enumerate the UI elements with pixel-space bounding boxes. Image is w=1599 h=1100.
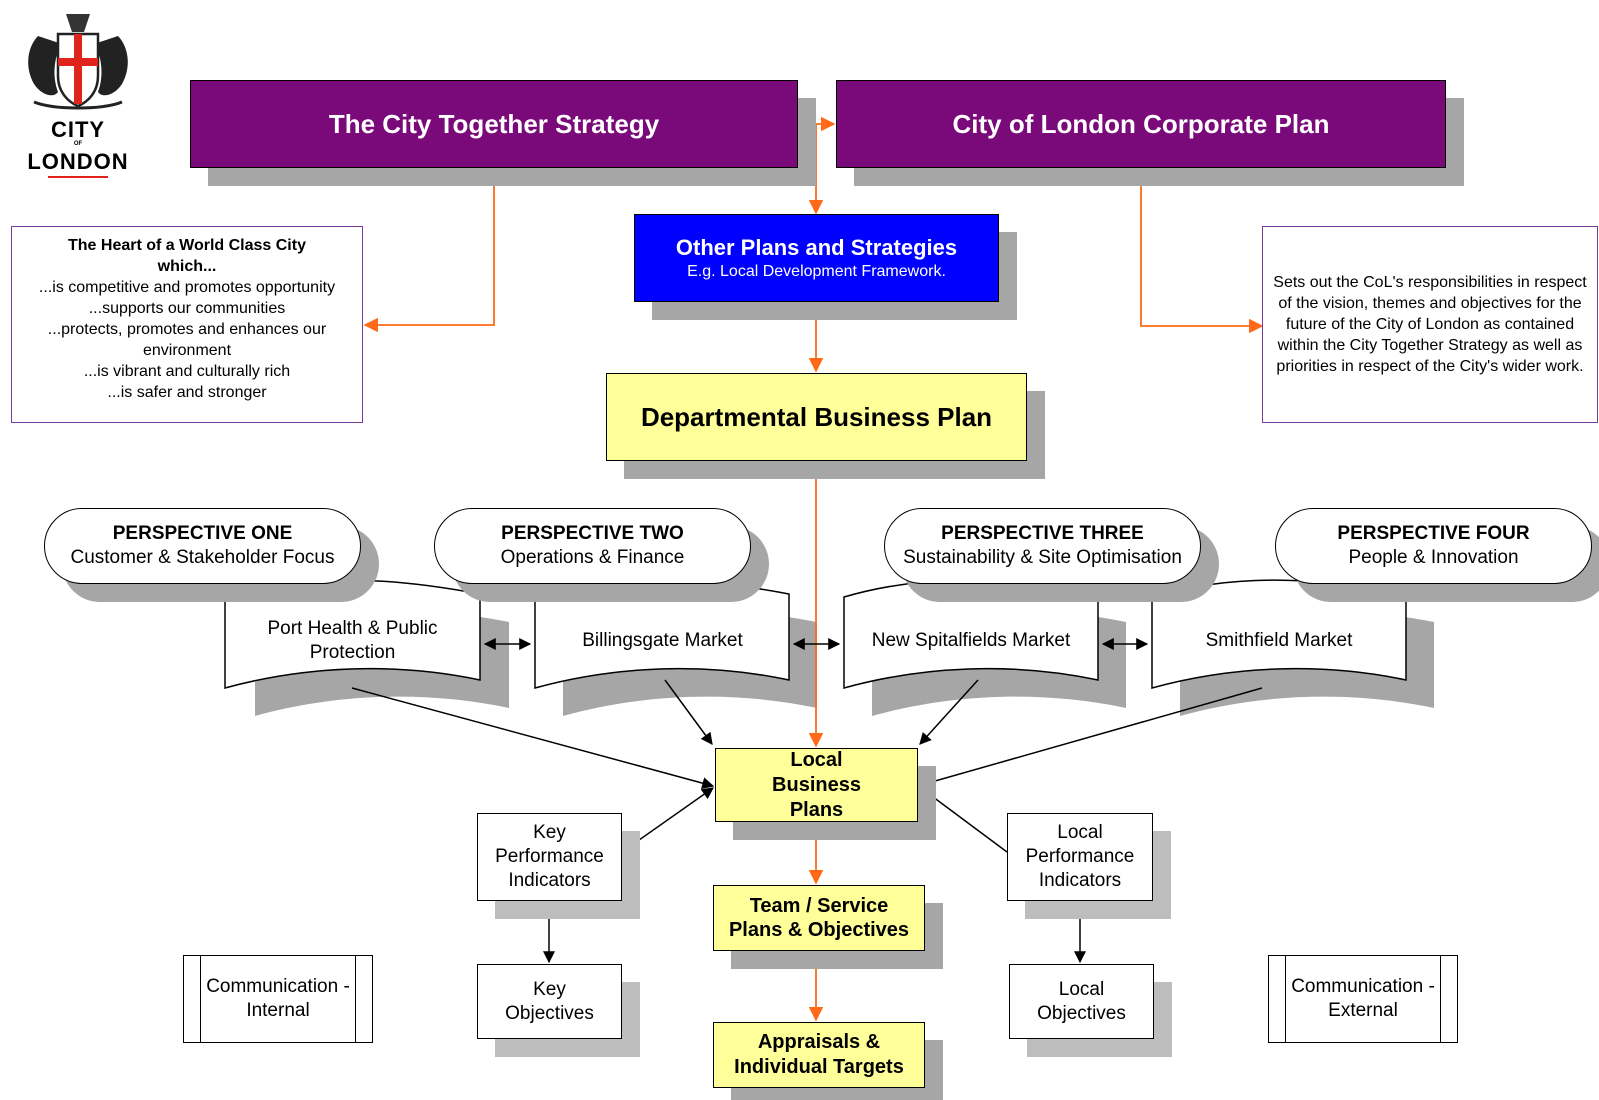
local-objectives-label: Local Objectives — [1037, 978, 1126, 1024]
appraisals-box: Appraisals & Individual Targets — [713, 1022, 925, 1088]
perspective-two: PERSPECTIVE TWO Operations & Finance — [434, 508, 751, 584]
lpi-label: Local Performance Indicators — [1025, 822, 1135, 891]
city-together-strategy-box: The City Together Strategy — [190, 80, 798, 168]
corporate-plan-label: City of London Corporate Plan — [952, 108, 1330, 139]
key-objectives-box: Key Objectives — [477, 964, 622, 1039]
market-shape-smithfield — [1151, 579, 1407, 689]
logo-line-london: LONDON — [27, 149, 129, 174]
departmental-business-plan-box: Departmental Business Plan — [606, 373, 1027, 461]
logo-line-city: CITY — [50, 117, 106, 142]
arrow-billingsgate-to-local — [664, 679, 713, 745]
perspective-four: PERSPECTIVE FOUR People & Innovation — [1275, 508, 1592, 584]
kpi-label: Key Performance Indicators — [495, 822, 604, 891]
logo-underline — [48, 176, 108, 178]
other-plans-box: Other Plans and Strategies E.g. Local De… — [634, 214, 999, 302]
communication-internal-box: Communication - Internal — [183, 955, 373, 1043]
communication-external-label: Communication - External — [1291, 976, 1435, 1021]
corporate-plan-box: City of London Corporate Plan — [836, 80, 1446, 168]
perspective-subtitle: People & Innovation — [1348, 547, 1519, 568]
kpi-box: Key Performance Indicators — [477, 813, 622, 901]
corporate-plan-note-text: Sets out the CoL's responsibilities in r… — [1273, 274, 1587, 375]
world-class-city-line: ...is competitive and promotes opportuni… — [38, 279, 336, 296]
city-of-london-logo: CITY OF LONDON — [14, 6, 142, 178]
appraisals-label: Appraisals & Individual Targets — [734, 1031, 904, 1078]
corporate-plan-note: Sets out the CoL's responsibilities in r… — [1262, 226, 1598, 423]
market-billingsgate-label: Billingsgate Market — [582, 630, 743, 651]
key-objectives-label: Key Objectives — [505, 978, 594, 1024]
communication-internal-label: Communication - Internal — [206, 976, 350, 1021]
world-class-city-title: The Heart of a World Class City which... — [68, 237, 306, 275]
lpi-box: Local Performance Indicators — [1007, 813, 1153, 901]
arrow-smithfield-to-local — [919, 687, 1263, 788]
other-plans-title: Other Plans and Strategies — [675, 235, 958, 260]
perspective-subtitle: Sustainability & Site Optimisation — [903, 547, 1182, 568]
departmental-business-plan-label: Departmental Business Plan — [640, 401, 993, 432]
perspective-title: PERSPECTIVE TWO — [501, 523, 684, 544]
arrow-corporate-to-right-note — [1133, 166, 1264, 334]
world-class-city-line: ...supports our communities — [88, 300, 286, 317]
perspective-title: PERSPECTIVE ONE — [112, 523, 293, 544]
local-business-plans-label: Local Business Plans — [772, 748, 861, 821]
world-class-city-line: ...is vibrant and culturally rich — [83, 363, 291, 380]
market-port-health-label: Port Health & Public Protection — [267, 618, 438, 663]
arrow-port-health-to-local — [351, 687, 715, 789]
team-plans-label: Team / Service Plans & Objectives — [728, 895, 910, 941]
market-new-spitalfields-label: New Spitalfields Market — [871, 630, 1071, 651]
arrow-lpi-to-local — [920, 787, 1008, 853]
other-plans-subtitle: E.g. Local Development Framework. — [687, 263, 946, 280]
perspective-title: PERSPECTIVE THREE — [941, 523, 1144, 544]
arrow-kpi-to-local — [621, 787, 714, 853]
market-smithfield-label: Smithfield Market — [1205, 630, 1353, 651]
perspective-one: PERSPECTIVE ONE Customer & Stakeholder F… — [44, 508, 361, 584]
arrow-strategy-to-left-note — [363, 166, 502, 333]
coat-of-arms-icon — [28, 14, 128, 110]
local-business-plans-box: Local Business Plans — [715, 748, 918, 822]
city-together-strategy-label: The City Together Strategy — [328, 108, 660, 139]
world-class-city-line: ...is safer and stronger — [107, 384, 267, 401]
world-class-city-line: ...protects, promotes and enhances our e… — [47, 321, 327, 359]
perspective-subtitle: Operations & Finance — [500, 547, 685, 568]
perspective-three: PERSPECTIVE THREE Sustainability & Site … — [884, 508, 1201, 584]
local-objectives-box: Local Objectives — [1009, 964, 1154, 1039]
arrow-spitalfields-to-local — [919, 679, 979, 745]
logo-line-of: OF — [73, 141, 83, 147]
world-class-city-note: The Heart of a World Class City which...… — [11, 226, 363, 423]
team-plans-box: Team / Service Plans & Objectives — [713, 885, 925, 951]
communication-external-box: Communication - External — [1268, 955, 1458, 1043]
perspective-subtitle: Customer & Stakeholder Focus — [70, 547, 335, 568]
perspective-title: PERSPECTIVE FOUR — [1337, 523, 1530, 544]
market-shapes — [224, 579, 1434, 716]
